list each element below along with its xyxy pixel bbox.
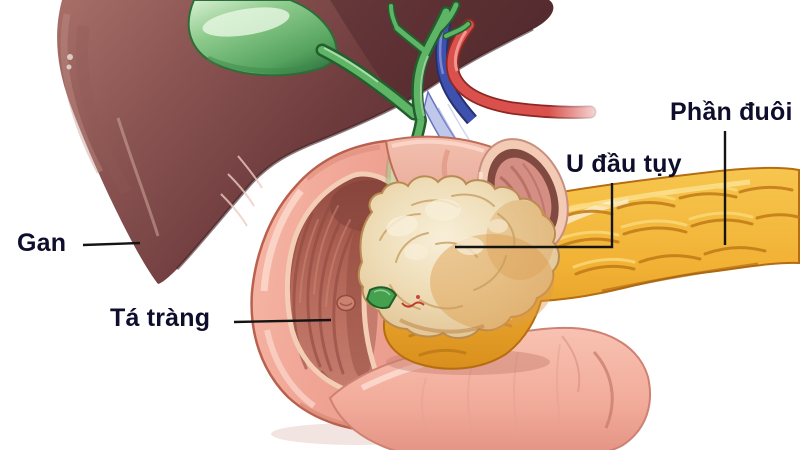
label-duodenum: Tá tràng — [110, 304, 211, 332]
pancreatic-tumor — [357, 175, 560, 339]
ampulla-bile-duct-stump — [365, 286, 398, 309]
duodenal-papilla — [336, 294, 356, 312]
label-pancreas-tail: Phần đuôi — [670, 98, 793, 126]
liver — [57, 0, 554, 284]
liver-highlight — [60, 13, 160, 237]
hepatic-ducts — [387, 0, 472, 126]
cystic-duct — [315, 43, 421, 121]
pointer-duodenum — [233, 318, 332, 324]
label-tumor: U đầu tụy — [566, 150, 682, 178]
gallbladder — [187, 0, 338, 77]
pointer-lines — [82, 131, 727, 324]
pointer-tumor — [455, 183, 614, 249]
pointer-liver — [82, 241, 141, 247]
label-liver: Gan — [17, 229, 67, 257]
hepatic-artery — [445, 18, 622, 130]
